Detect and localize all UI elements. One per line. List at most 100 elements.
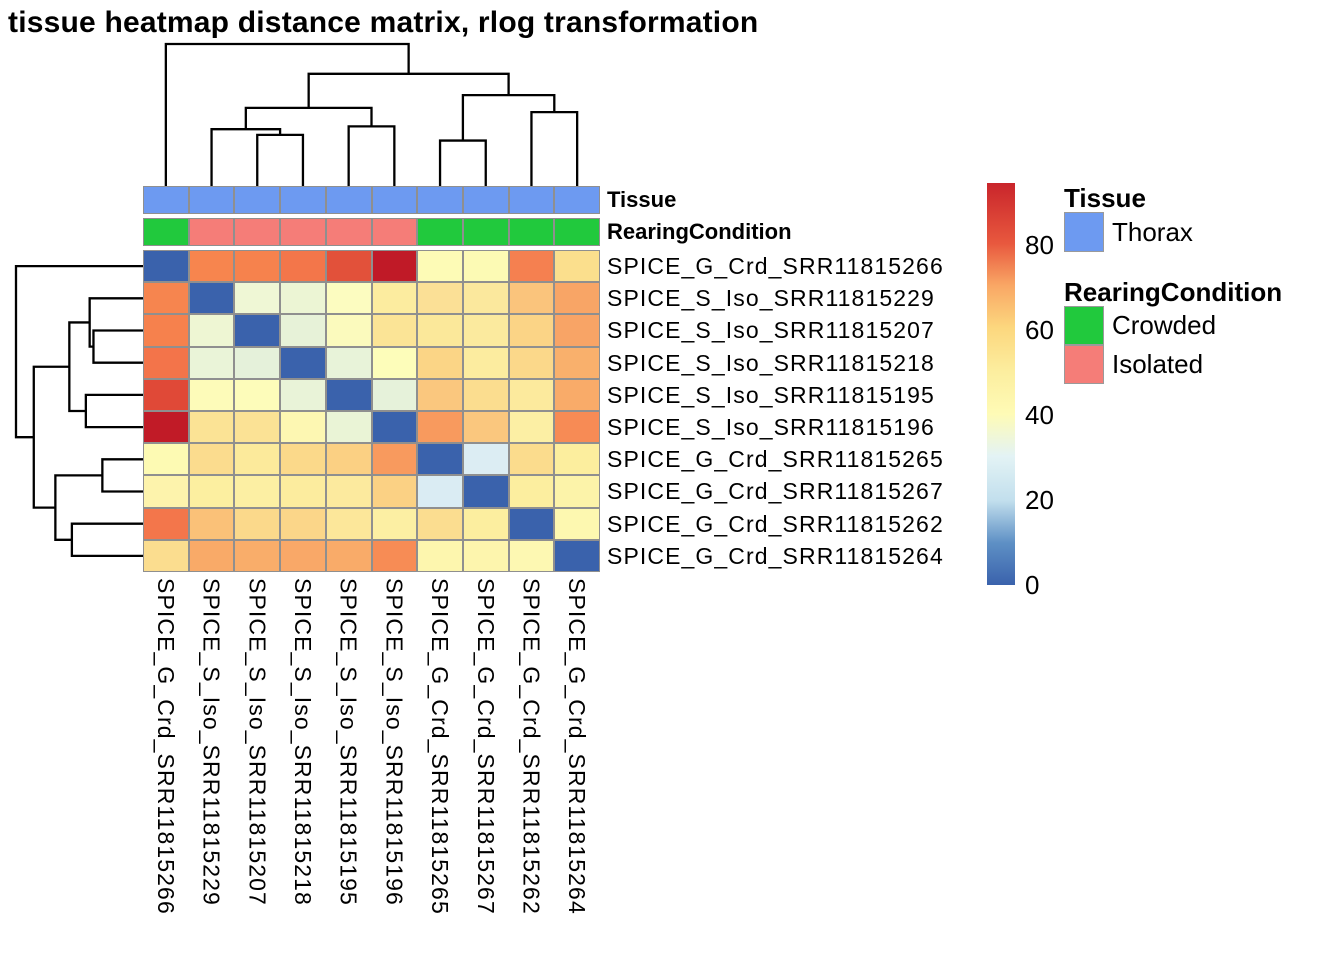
heatmap-cell xyxy=(234,314,281,347)
heatmap-cell xyxy=(325,282,372,315)
annotation-cell xyxy=(234,186,281,214)
heatmap-cell xyxy=(371,346,418,379)
heatmap-cell xyxy=(371,378,418,411)
annotation-cell xyxy=(188,218,235,246)
heatmap-cell xyxy=(325,346,372,379)
colorbar-tick-label: 0 xyxy=(1025,570,1040,600)
heatmap-cell xyxy=(462,411,509,444)
heatmap-cell xyxy=(508,539,555,572)
heatmap-cell xyxy=(554,507,600,540)
heatmap-cell xyxy=(508,507,555,540)
annotation-cell xyxy=(280,186,326,214)
heatmap-cell xyxy=(508,282,555,315)
annotation-cell xyxy=(280,218,326,246)
tissue-row-label: Tissue xyxy=(607,187,677,212)
heatmap-cell xyxy=(417,378,463,411)
annotation-cell xyxy=(325,218,372,246)
heatmap-cell xyxy=(234,539,281,572)
row-label: SPICE_G_Crd_SRR11815266 xyxy=(607,253,944,279)
row-label: SPICE_G_Crd_SRR11815262 xyxy=(607,510,944,537)
heatmap-cell xyxy=(280,443,326,476)
heatmap-cell xyxy=(508,475,555,508)
column-label: SPICE_S_Iso_SRR11815196 xyxy=(381,578,408,906)
legend-title-rearing-condition: RearingCondition xyxy=(1064,277,1283,307)
heatmap-cell xyxy=(417,443,463,476)
heatmap-cell xyxy=(234,346,281,379)
heatmap-cell xyxy=(325,378,372,411)
colorbar-tick-label: 20 xyxy=(1025,485,1054,515)
heatmap-cell xyxy=(188,346,235,379)
heatmap-cell xyxy=(143,443,189,476)
heatmap-cell xyxy=(508,443,555,476)
column-label: SPICE_G_Crd_SRR11815265 xyxy=(427,578,454,915)
row-label: SPICE_S_Iso_SRR11815229 xyxy=(607,285,935,312)
heatmap-cell xyxy=(417,314,463,347)
dendrogram-branch xyxy=(92,329,143,364)
heatmap-cell xyxy=(371,282,418,315)
heatmap-cell xyxy=(188,507,235,540)
heatmap-cell xyxy=(508,314,555,347)
annotation-cell xyxy=(462,218,509,246)
rearing-condition-annotation-bar xyxy=(143,218,600,246)
rearing-condition-row-label: RearingCondition xyxy=(607,219,792,244)
dendrogram-branch xyxy=(438,139,487,186)
heatmap-cell xyxy=(234,282,281,315)
dendrogram-branch xyxy=(530,111,579,186)
heatmap-cell xyxy=(325,411,372,444)
heatmap-cell xyxy=(234,475,281,508)
column-label: SPICE_G_Crd_SRR11815264 xyxy=(564,578,591,915)
legend-swatch-thorax xyxy=(1064,212,1104,252)
heatmap-cell xyxy=(280,282,326,315)
heatmap-cell xyxy=(554,282,600,315)
annotation-cell xyxy=(371,218,418,246)
heatmap-cell xyxy=(462,282,509,315)
annotation-cell xyxy=(417,218,463,246)
row-dendrogram xyxy=(14,264,143,558)
colorbar-tick-label: 40 xyxy=(1025,400,1054,431)
annotation-cell xyxy=(417,186,463,214)
heatmap-cell xyxy=(508,346,555,379)
heatmap-cell xyxy=(371,475,418,508)
heatmap-cell xyxy=(371,443,418,476)
heatmap-cell xyxy=(417,507,463,540)
heatmap-cell xyxy=(371,411,418,444)
row-label: SPICE_S_Iso_SRR11815196 xyxy=(607,414,935,440)
column-label: SPICE_S_Iso_SRR11815229 xyxy=(198,578,225,906)
heatmap-cell xyxy=(280,314,326,347)
heatmap-cell xyxy=(280,250,326,283)
heatmap-cell xyxy=(234,443,281,476)
heatmap-cell xyxy=(462,507,509,540)
heatmap-cell xyxy=(554,475,600,508)
column-dendrogram xyxy=(164,42,579,186)
heatmap-cell xyxy=(554,378,600,411)
annotation-cell xyxy=(188,186,235,214)
heatmap-cell xyxy=(462,539,509,572)
annotation-cell xyxy=(508,218,555,246)
heatmap-cell xyxy=(325,507,372,540)
heatmap-cell xyxy=(280,411,326,444)
heatmap-cell xyxy=(143,539,189,572)
dendrogram-branch xyxy=(70,522,143,558)
heatmap-cell xyxy=(325,314,372,347)
legend-label-crowded: Crowded xyxy=(1112,310,1217,340)
heatmap-cell xyxy=(508,250,555,283)
heatmap-cell xyxy=(280,378,326,411)
dendrogram-branch xyxy=(256,133,305,186)
heatmap-cell xyxy=(371,314,418,347)
dendrogram-branch xyxy=(164,42,410,186)
heatmap-cell xyxy=(417,250,463,283)
annotation-cell xyxy=(554,186,600,214)
annotation-cell xyxy=(143,186,189,214)
row-label: SPICE_S_Iso_SRR11815195 xyxy=(607,381,935,408)
dendrogram-branch xyxy=(84,393,143,429)
heatmap-grid xyxy=(143,250,600,572)
column-label: SPICE_S_Iso_SRR11815195 xyxy=(335,578,362,906)
heatmap-cell xyxy=(188,378,235,411)
column-label: SPICE_S_Iso_SRR11815218 xyxy=(289,578,316,906)
annotation-cell xyxy=(234,218,281,246)
legend-label-thorax: Thorax xyxy=(1112,217,1193,247)
heatmap-cell xyxy=(188,282,235,315)
legend-swatch-crowded xyxy=(1064,306,1104,345)
heatmap-cell xyxy=(554,314,600,347)
heatmap-cell xyxy=(417,475,463,508)
